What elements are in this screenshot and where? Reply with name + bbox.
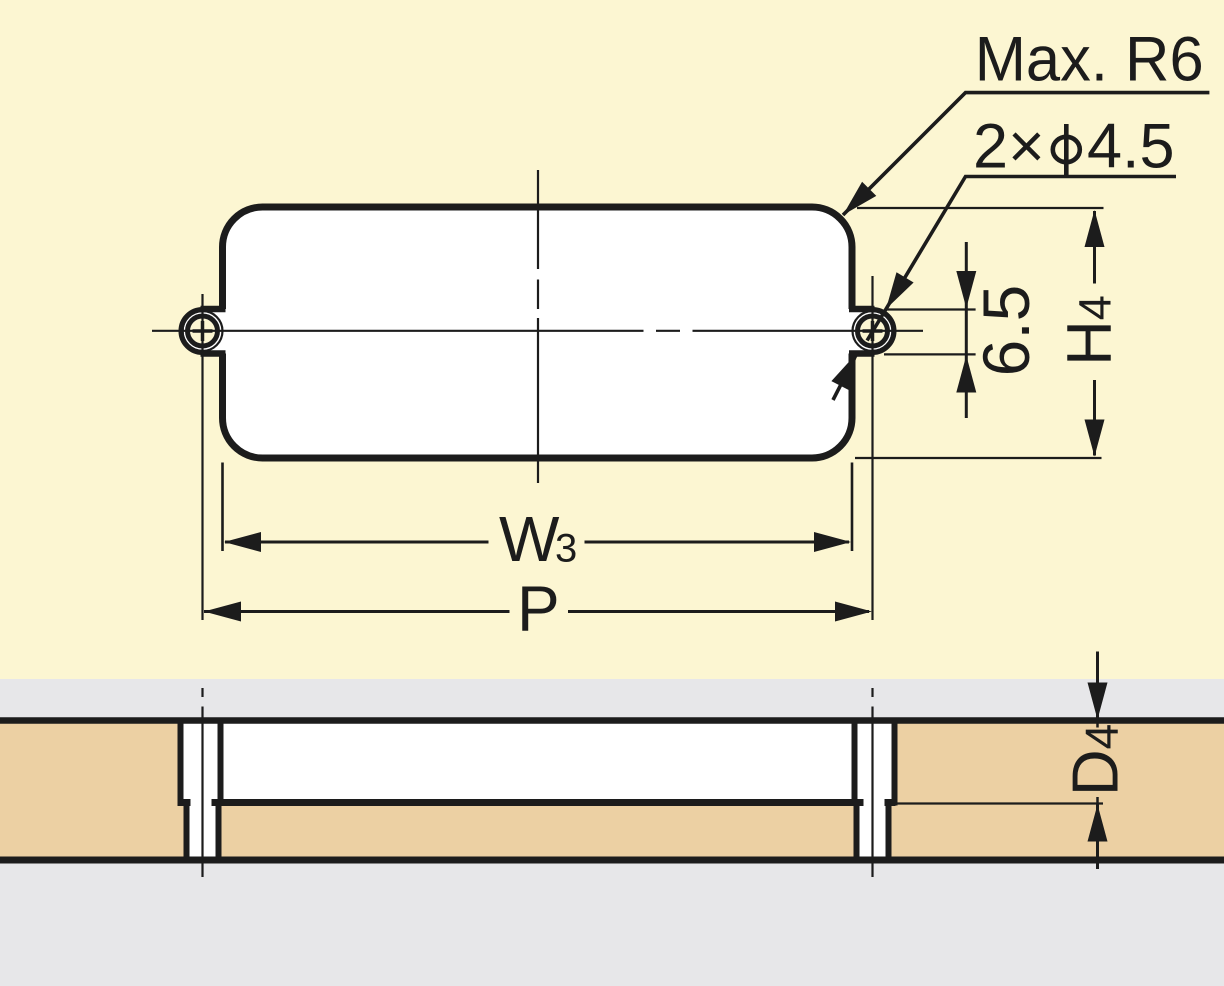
svg-text:4.5: 4.5 [1087, 112, 1175, 182]
svg-text:Max. R6: Max. R6 [975, 25, 1204, 95]
svg-text:2×: 2× [973, 112, 1045, 182]
svg-text:H4: H4 [1055, 295, 1125, 366]
svg-text:W: W [499, 503, 560, 575]
svg-text:6.5: 6.5 [969, 285, 1043, 377]
svg-text:3: 3 [555, 527, 577, 571]
svg-text:P: P [517, 573, 560, 645]
